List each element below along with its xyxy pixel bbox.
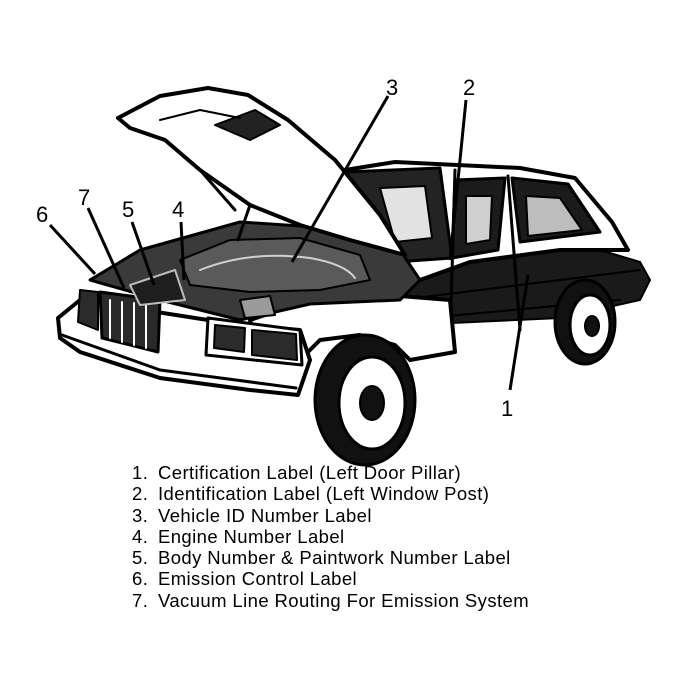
- leader-line-5: [130, 221, 156, 286]
- legend-list: 1. Certification Label (Left Door Pillar)…: [132, 462, 529, 611]
- legend-text: Engine Number Label: [158, 525, 345, 547]
- leader-line-2: [448, 99, 468, 261]
- legend-number: 1.: [132, 462, 149, 483]
- leader-line-1: [508, 274, 530, 391]
- callout-6: 6: [36, 202, 48, 227]
- legend-text: Vacuum Line Routing For Emission System: [158, 589, 530, 611]
- legend-item-7: 7. Vacuum Line Routing For Emission Syste…: [132, 590, 529, 611]
- legend-text: Identification Label (Left Window Post): [158, 483, 490, 505]
- legend-text: Certification Label (Left Door Pillar): [158, 462, 462, 483]
- legend-item-6: 6. Emission Control Label: [132, 568, 529, 589]
- legend-text: Emission Control Label: [158, 568, 358, 590]
- callout-7: 7: [78, 185, 90, 210]
- legend-number: 7.: [132, 589, 149, 611]
- callout-3: 3: [386, 75, 398, 100]
- legend-text: Body Number & Paintwork Number Label: [158, 547, 511, 569]
- leader-lines: [48, 95, 530, 391]
- leader-line-7: [86, 207, 126, 289]
- leader-line-3: [290, 95, 390, 263]
- legend-item-2: 2. Identification Label (Left Window Post…: [132, 483, 529, 504]
- legend-number: 5.: [132, 547, 149, 569]
- car-illustration: [56, 86, 651, 467]
- callout-2: 2: [463, 75, 475, 100]
- callout-1: 1: [501, 396, 513, 421]
- callout-5: 5: [122, 197, 134, 222]
- legend-number: 2.: [132, 483, 149, 505]
- leader-line-6: [48, 223, 97, 276]
- legend-number: 6.: [132, 568, 149, 590]
- legend-item-5: 5. Body Number & Paintwork Number Label: [132, 547, 529, 568]
- leader-line-4: [179, 221, 186, 281]
- legend-text: Vehicle ID Number Label: [158, 504, 372, 526]
- callout-4: 4: [172, 197, 184, 222]
- legend-number: 3.: [132, 504, 149, 526]
- legend-item-4: 4. Engine Number Label: [132, 526, 529, 547]
- legend-number: 4.: [132, 525, 149, 547]
- legend-item-3: 3. Vehicle ID Number Label: [132, 505, 529, 526]
- legend-item-1: 1. Certification Label (Left Door Pillar): [132, 462, 529, 483]
- callout-numbers: 1 2 3 4 5 6 7: [36, 75, 513, 421]
